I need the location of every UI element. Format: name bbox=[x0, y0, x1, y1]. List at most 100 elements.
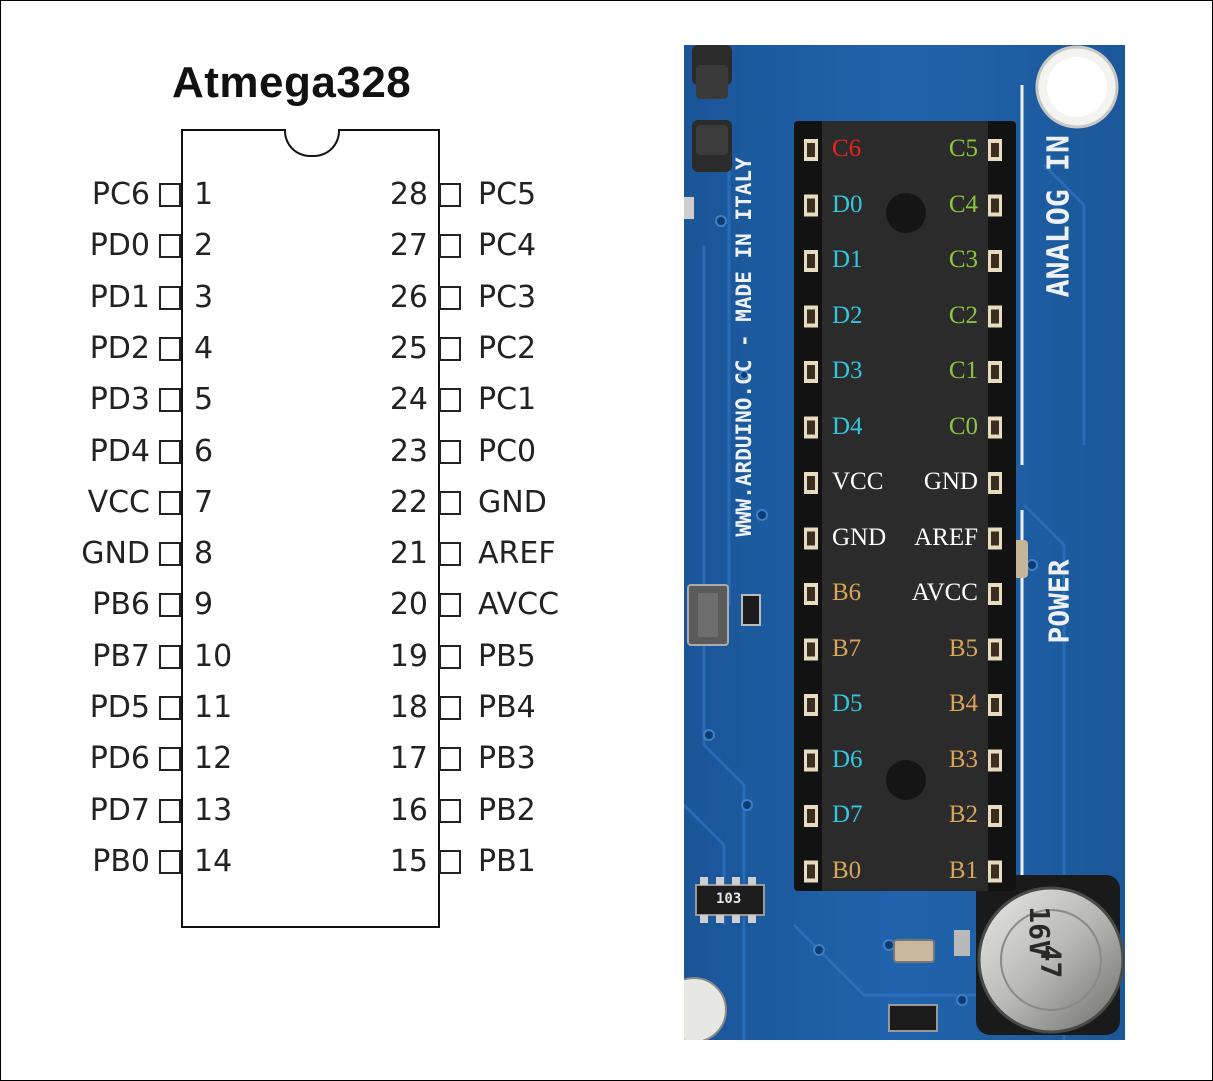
silk-resistor-code: 103 bbox=[716, 891, 742, 907]
pin-name: PB0 bbox=[92, 843, 150, 879]
pin-number: 5 bbox=[194, 382, 214, 418]
socket-pin-hole bbox=[807, 143, 815, 157]
pin-row-25: PC2 25 bbox=[0, 329, 660, 369]
pin-box bbox=[159, 490, 181, 515]
pin-name: AVCC bbox=[478, 587, 560, 623]
pin-box bbox=[159, 388, 181, 413]
photo-pin-label: B6 bbox=[832, 579, 862, 606]
pin-row-19: PB5 19 bbox=[0, 637, 660, 677]
pin-name: PB4 bbox=[478, 690, 536, 725]
pin-number: 4 bbox=[194, 330, 214, 366]
socket-pin-hole bbox=[991, 476, 999, 490]
chip-body bbox=[181, 129, 440, 928]
photo-pin-label: B5 bbox=[948, 634, 978, 662]
pin-box bbox=[159, 285, 181, 310]
pin-box bbox=[439, 336, 461, 361]
socket-pin-hole bbox=[807, 642, 815, 657]
pin-name: PC1 bbox=[478, 382, 537, 418]
pin-number: 7 bbox=[194, 484, 214, 520]
socket-pin-hole bbox=[807, 587, 815, 601]
socket-pin-hole bbox=[807, 254, 815, 268]
photo-pin-label: B2 bbox=[948, 801, 978, 828]
pin-number: 22 bbox=[389, 484, 428, 520]
pin-number: 9 bbox=[194, 587, 214, 623]
socket-pin-hole bbox=[991, 698, 999, 712]
pin-box bbox=[439, 490, 461, 515]
pin-number: 21 bbox=[389, 536, 428, 572]
socket-pin-hole bbox=[807, 198, 815, 213]
socket-pin-hole bbox=[807, 476, 815, 490]
pin-box bbox=[439, 696, 461, 720]
pin-name: GND bbox=[478, 484, 547, 520]
pin-name: PD4 bbox=[89, 433, 150, 469]
socket-pin-hole bbox=[807, 864, 815, 879]
photo-pin-label: VCC bbox=[832, 468, 884, 495]
pin-box bbox=[439, 542, 461, 567]
pin-name: AREF bbox=[478, 536, 556, 572]
pin-name: PC0 bbox=[478, 433, 537, 469]
pin-row-21: AREF 21 bbox=[0, 534, 660, 574]
pin-name: PC2 bbox=[478, 330, 537, 366]
socket-pin-hole bbox=[991, 642, 999, 657]
pin-name: PD7 bbox=[89, 792, 150, 828]
pin-number: 3 bbox=[194, 279, 214, 315]
photo-pin-label: B3 bbox=[948, 745, 978, 773]
photo-pin-label: D1 bbox=[832, 246, 863, 273]
pin-name: PC3 bbox=[478, 279, 537, 315]
silk-capacitor-voltage: 16V bbox=[1022, 906, 1056, 957]
pin-box bbox=[439, 439, 461, 464]
socket-pin-hole bbox=[991, 254, 999, 268]
pin-number: 2 bbox=[194, 228, 214, 264]
photo-pin-label: C2 bbox=[948, 301, 978, 329]
pin-name: PB7 bbox=[92, 638, 150, 674]
pin-box bbox=[439, 798, 461, 823]
pin-box bbox=[439, 747, 461, 772]
pin-number: 19 bbox=[389, 638, 428, 674]
pin-box bbox=[159, 696, 181, 720]
pin-name: PB6 bbox=[92, 587, 150, 623]
photo-pin-label: B0 bbox=[832, 856, 862, 884]
pin-box bbox=[439, 388, 461, 413]
socket-pin-hole bbox=[991, 198, 999, 213]
pin-number: 11 bbox=[194, 690, 233, 725]
pin-name: PB3 bbox=[478, 741, 536, 777]
pin-name: PB5 bbox=[478, 638, 536, 674]
pin-box bbox=[159, 336, 181, 361]
pin-name: PC5 bbox=[478, 177, 537, 212]
socket-pin-hole bbox=[807, 809, 815, 823]
pin-number: 25 bbox=[389, 330, 428, 366]
pin-number: 26 bbox=[389, 279, 428, 315]
photo-pin-label: C0 bbox=[948, 412, 978, 440]
pin-box bbox=[159, 542, 181, 567]
pin-number: 23 bbox=[389, 433, 428, 469]
photo-pin-label: B7 bbox=[832, 634, 862, 662]
photo-pin-label: B4 bbox=[948, 690, 978, 717]
photo-pin-label: D2 bbox=[832, 301, 863, 329]
pin-number: 13 bbox=[194, 792, 233, 828]
pin-number: 6 bbox=[194, 433, 214, 469]
pin-box bbox=[439, 644, 461, 669]
pin-number: 14 bbox=[194, 843, 233, 879]
silk-power: POWER bbox=[1042, 559, 1076, 644]
photo-pin-label: C5 bbox=[948, 135, 978, 162]
pin-box bbox=[159, 439, 181, 464]
pin-name: PD0 bbox=[89, 228, 150, 264]
socket-pin-hole bbox=[991, 864, 999, 879]
socket-pin-hole bbox=[991, 587, 999, 601]
photo-pin-label: D3 bbox=[832, 357, 863, 384]
pin-number: 16 bbox=[389, 792, 428, 828]
pin-number: 1 bbox=[194, 177, 214, 212]
socket-pin-hole bbox=[807, 753, 815, 768]
